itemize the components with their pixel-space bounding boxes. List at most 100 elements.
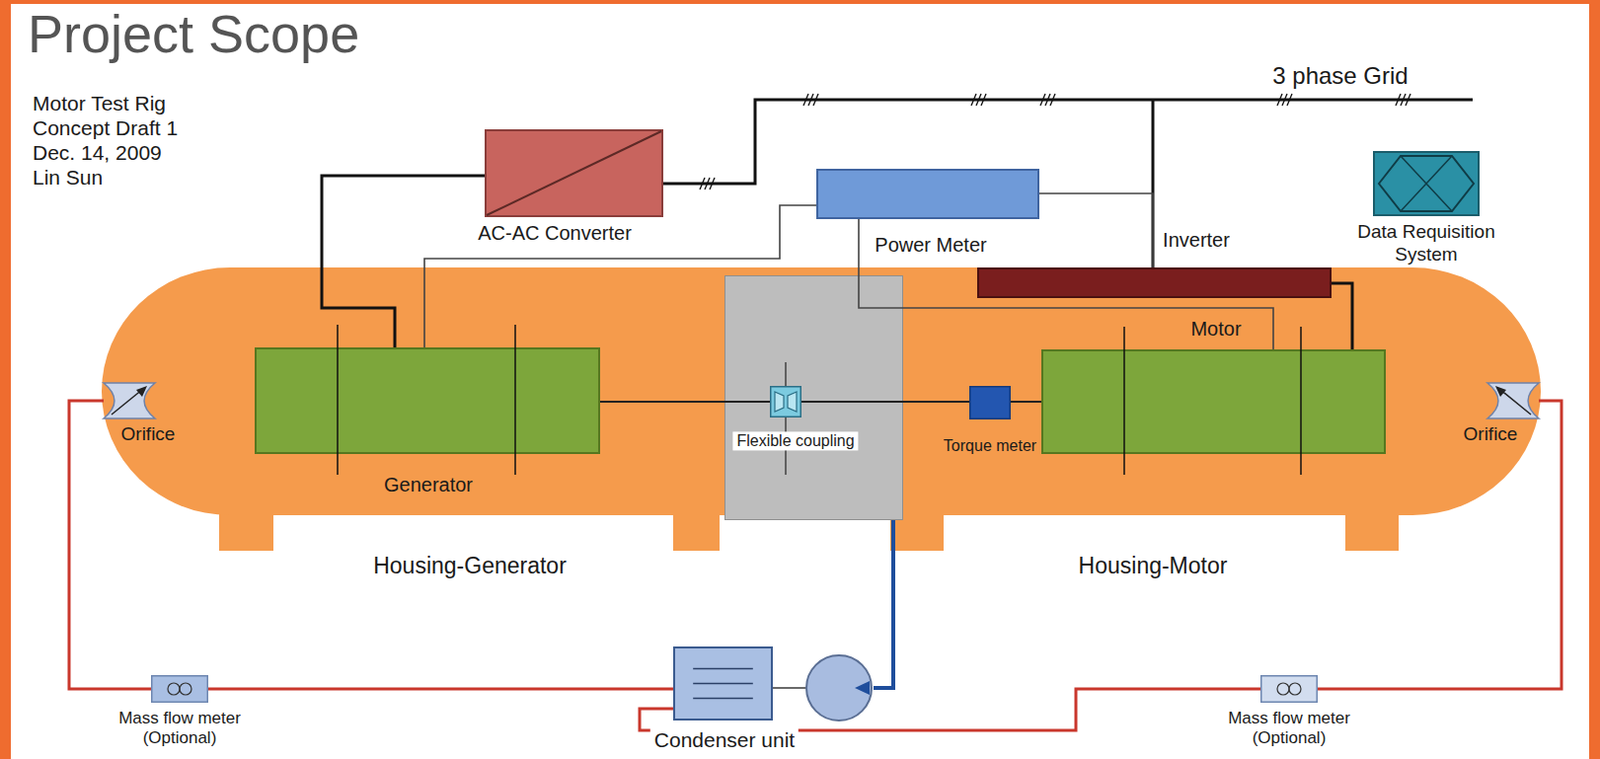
node-label: Inverter [1162, 228, 1230, 252]
housing-shape-part [101, 267, 814, 516]
coolant-pump [772, 520, 894, 721]
flow-meter-shape-part [1289, 683, 1301, 695]
note-text: Concept Draft 1 [32, 115, 178, 141]
phase-tick-part [976, 93, 982, 106]
power-meter-box-shape [816, 168, 1040, 220]
node-label: Data Requisition System [1337, 221, 1516, 267]
orifice: Orifice [103, 382, 155, 419]
node-label: Generator [383, 472, 473, 497]
generator-box: Generator [254, 347, 601, 455]
connector [801, 400, 970, 403]
motor-box-shape-part [1299, 326, 1302, 475]
coupling-shape-part [774, 391, 797, 412]
torque-meter: Torque meter [969, 385, 1011, 420]
housing: Housing-MotorTorque meterMotorOrifice [813, 267, 1541, 516]
condenser-box-shape-part [692, 697, 754, 700]
flow-meter-shape [1260, 675, 1318, 703]
phase-tick-part [1405, 93, 1411, 106]
condenser-box-shape-part [692, 668, 754, 671]
motor-box: Motor [1041, 349, 1386, 455]
slide-title: Project Scope [27, 1, 360, 67]
motor-box-shape [1041, 349, 1386, 455]
node-label: Power Meter [874, 232, 987, 257]
connector [1331, 283, 1353, 350]
condenser-box-shape-part [692, 683, 754, 686]
connector [1039, 193, 1153, 268]
node-label: Housing-Motor [1078, 552, 1228, 581]
node-label: Mass flow meter (Optional) [105, 708, 254, 750]
daq-box-shape [1372, 151, 1480, 217]
phase-tick-part [704, 177, 710, 190]
orifice-shape-part [1499, 388, 1531, 415]
generator-box-shape-part [255, 348, 600, 454]
phase-tick-part [1282, 93, 1288, 106]
orifice-shape-part [103, 382, 155, 419]
inverter-bar: Inverter [977, 267, 1332, 299]
node-label: AC-AC Converter [477, 221, 632, 245]
grid-wire-part [663, 99, 1473, 184]
phase-tick-part [1287, 93, 1293, 106]
orifice-shape [103, 382, 155, 419]
coolant-pump-part [806, 655, 872, 721]
condenser-box-shape [673, 646, 773, 721]
generator-box-shape-part [514, 324, 517, 475]
coupling-shape [769, 385, 802, 418]
phase-tick-part [1040, 93, 1046, 106]
motor-box-shape-part [1123, 326, 1126, 475]
orifice-shape-part [1495, 385, 1507, 397]
shaft-bay [724, 275, 904, 521]
condenser-box: Condenser unit [673, 646, 773, 721]
grid-wire [663, 99, 1473, 268]
connector [208, 687, 674, 691]
node-label: Torque meter [943, 436, 1037, 456]
node-label: Orifice [121, 423, 176, 447]
phase-tick-part [1395, 93, 1401, 106]
generator-box-shape-part [336, 324, 339, 475]
phase-tick-part [1045, 93, 1051, 106]
orifice: Orifice [1487, 382, 1539, 419]
connector [1317, 400, 1562, 689]
generator-box-shape [254, 347, 601, 455]
daq-box-shape-part [1373, 152, 1479, 216]
phase-tick-part [699, 177, 705, 190]
coupling-shape-part [784, 362, 786, 475]
phase-tick-part [1050, 93, 1056, 106]
flow-meter-shape-part [179, 683, 192, 695]
flow-meter-shape-part [152, 676, 209, 703]
node-label: Housing-Generator [373, 552, 567, 581]
converter-box-shape [484, 129, 664, 218]
phase-tick-part [813, 93, 819, 106]
grid-wire-part [1151, 99, 1155, 268]
housing-shape-part [813, 267, 1541, 516]
phase-tick-part [1400, 93, 1406, 106]
torque-meter-shape [969, 385, 1011, 420]
daq-box-shape-part [1378, 155, 1474, 212]
phase-tick-part [709, 177, 715, 190]
flow-meter: Mass flow meter (Optional) [1260, 675, 1318, 703]
flow-meter-shape-part [167, 683, 180, 695]
connector [639, 688, 1261, 731]
connector [321, 175, 485, 348]
coupling: Flexible coupling [769, 385, 802, 418]
power-meter-box: Power Meter [816, 168, 1040, 220]
orifice-shape-part [1487, 382, 1539, 419]
phase-tick-part [981, 93, 987, 106]
inverter-bar-shape-part [978, 268, 1331, 298]
motor-box-shape-part [1042, 350, 1385, 454]
condenser-box-shape-part [674, 647, 772, 720]
phase-tick-part [808, 93, 814, 106]
connector [424, 205, 817, 348]
coolant-pump-part [873, 520, 894, 688]
converter-box: AC-AC Converter [484, 129, 664, 218]
orifice-shape-part [111, 388, 144, 415]
node-label: Flexible coupling [732, 431, 858, 451]
connector [600, 400, 770, 403]
node-label: Condenser unit [650, 727, 799, 753]
power-meter-box-shape-part [817, 169, 1039, 219]
note-text: 3 phase Grid [1272, 62, 1408, 91]
torque-meter-shape-part [970, 386, 1011, 420]
orifice-shape-part [136, 385, 148, 397]
coupling-shape-part [770, 386, 802, 418]
note-text: Lin Sun [32, 164, 103, 190]
